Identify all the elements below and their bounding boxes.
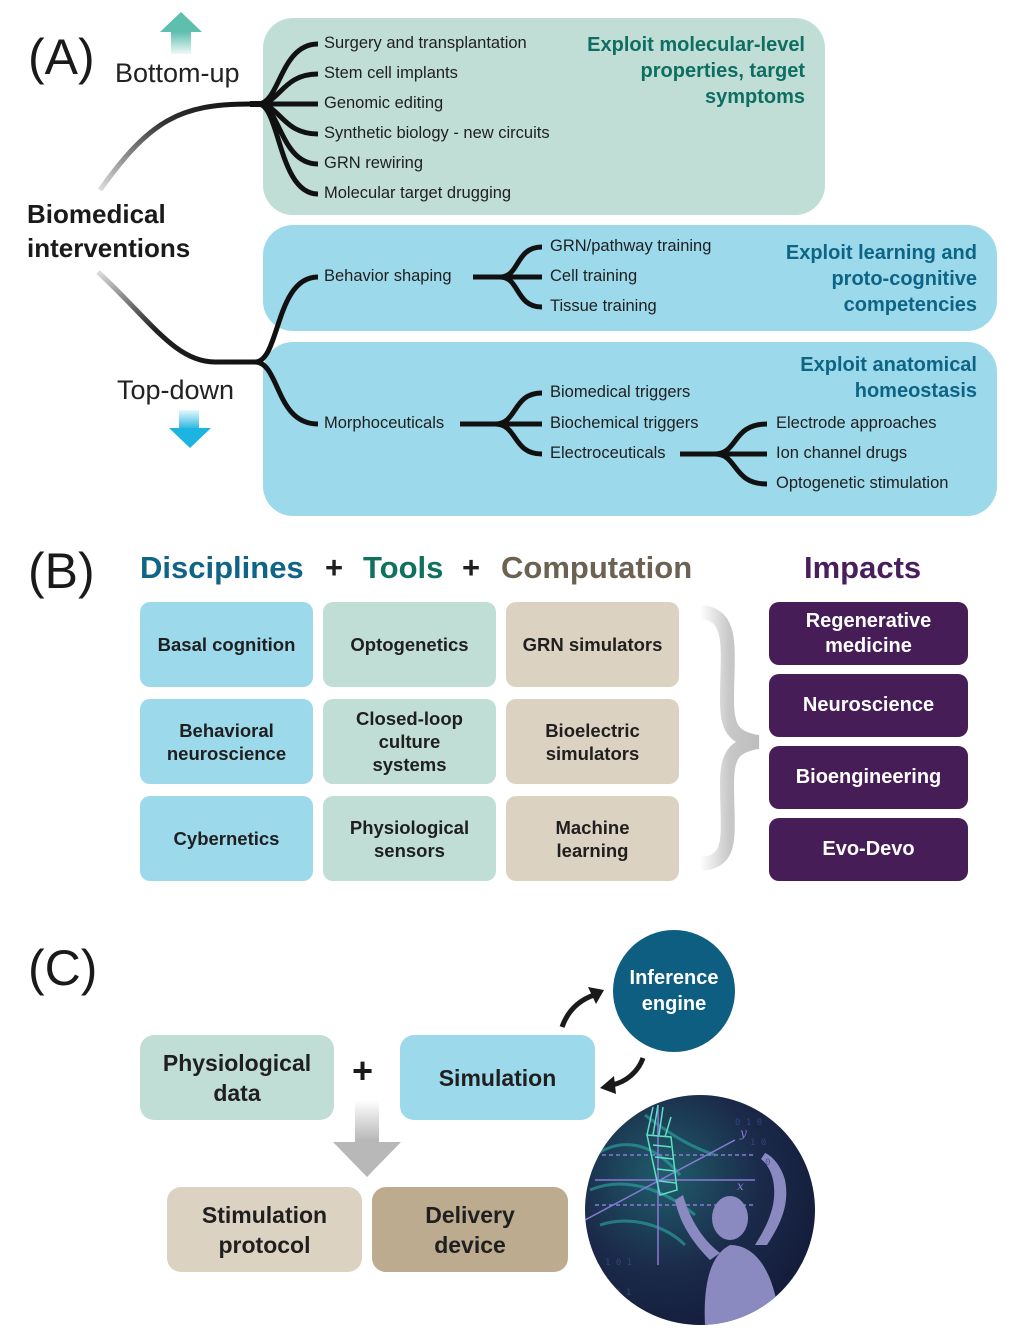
computation-tile: Machine learning (506, 796, 679, 881)
computation-tile: Bioelectric simulators (506, 699, 679, 784)
computation-heading: Computation (501, 550, 693, 585)
panel-c-label: (C) (28, 940, 98, 996)
tool-tile: Closed-loop culture systems (323, 699, 496, 784)
computation-tile: GRN simulators (506, 602, 679, 687)
delivery-device-box: Delivery device (372, 1187, 568, 1272)
impacts-heading: Impacts (804, 550, 922, 585)
leaf-item: Tissue training (550, 297, 657, 315)
morphoceuticals-label: Morphoceuticals (324, 414, 445, 432)
impact-tile: Evo-Devo (769, 818, 968, 881)
dancer-illustration: x y 0 1 0 1 0 0 1 0 1 0 1 (585, 1095, 815, 1325)
discipline-tile: Cybernetics (140, 796, 313, 881)
goal-line: properties, target (640, 60, 805, 82)
curved-arrow-to-inference-icon (559, 987, 604, 1028)
tools-heading: Tools (363, 550, 444, 585)
top-down-label: Top-down (117, 375, 235, 405)
disciplines-heading: Disciplines (140, 550, 304, 585)
root-label: Biomedical interventions (27, 197, 190, 265)
wireframe-arm (646, 1104, 678, 1196)
illustration-graphic: x y 0 1 0 1 0 0 1 0 1 0 1 (585, 1104, 787, 1325)
root-label-line: Biomedical (27, 199, 166, 229)
inference-engine-circle: Inference engine (613, 930, 735, 1052)
impact-tile: Bioengineering (769, 746, 968, 809)
electroceuticals-label: Electroceuticals (550, 444, 666, 462)
dancer-figure (675, 1153, 787, 1325)
goal-line: Exploit anatomical (800, 354, 977, 376)
leaf-item: Molecular target drugging (324, 184, 512, 202)
leaf-item: Electrode approaches (776, 414, 937, 432)
leaf-item: Synthetic biology - new circuits (324, 124, 550, 142)
anatomical-box (263, 342, 997, 516)
impact-tile: Neuroscience (769, 674, 968, 737)
top-down-tree (96, 244, 768, 487)
arrow-up-icon (160, 12, 202, 54)
stimulation-protocol-box: Stimulation protocol (167, 1187, 362, 1272)
svg-text:1 0: 1 0 (750, 1138, 766, 1148)
behavior-shaping-label: Behavior shaping (324, 267, 452, 285)
learning-box (263, 225, 997, 331)
discipline-tile: Behavioral neuroscience (140, 699, 313, 784)
goal-line: homeostasis (854, 380, 977, 402)
goal-line: competencies (843, 294, 977, 316)
leaf-item: Biochemical triggers (550, 414, 699, 432)
bottom-up-tree (97, 41, 319, 197)
leaf-item: Genomic editing (324, 94, 444, 112)
anatomical-goal: Exploit anatomical homeostasis (800, 352, 977, 404)
panel-a-label: (A) (28, 29, 95, 85)
goal-line: symptoms (704, 86, 805, 108)
goal-line: Exploit learning and (785, 242, 977, 264)
axis-label-x: x (737, 1179, 744, 1193)
simulation-box: Simulation (400, 1035, 595, 1120)
learning-goal: Exploit learning and proto-cognitive com… (786, 240, 977, 318)
molecular-box (263, 18, 825, 215)
leaf-item: Ion channel drugs (776, 444, 908, 462)
impact-tile: Regenerative medicine (769, 602, 968, 665)
plus-sign: + (352, 1050, 374, 1091)
leaf-item: Surgery and transplantation (324, 34, 527, 52)
molecular-goal: Exploit molecular-level properties, targ… (587, 32, 805, 110)
svg-text:0 1 0: 0 1 0 (735, 1118, 762, 1128)
root-label-line: interventions (27, 233, 191, 263)
arrow-down-icon (169, 410, 211, 448)
goal-line: Exploit molecular-level (587, 34, 805, 56)
gray-down-arrow-icon (333, 1100, 401, 1177)
tool-tile: Optogenetics (323, 602, 496, 687)
curved-arrow-to-simulation-icon (600, 1057, 646, 1094)
panel-b-label: (B) (28, 543, 95, 599)
leaf-item: GRN/pathway training (550, 237, 712, 255)
plus-sign: + (462, 550, 481, 585)
svg-text:0 1: 0 1 (615, 1288, 631, 1298)
svg-text:0: 0 (765, 1158, 770, 1168)
goal-line: proto-cognitive (831, 268, 977, 290)
leaf-item: Cell training (550, 267, 638, 285)
leaf-item: Optogenetic stimulation (776, 474, 949, 492)
leaf-item: GRN rewiring (324, 154, 424, 172)
leaf-item: Biomedical triggers (550, 383, 691, 401)
discipline-tile: Basal cognition (140, 602, 313, 687)
bottom-up-label: Bottom-up (115, 58, 240, 88)
physiological-data-box: Physiological data (140, 1035, 334, 1120)
svg-text:1 0 1: 1 0 1 (605, 1258, 632, 1268)
plus-sign: + (325, 550, 344, 585)
tool-tile: Physiological sensors (323, 796, 496, 881)
leaf-item: Stem cell implants (324, 64, 458, 82)
axis-label-y: y (739, 1126, 747, 1140)
